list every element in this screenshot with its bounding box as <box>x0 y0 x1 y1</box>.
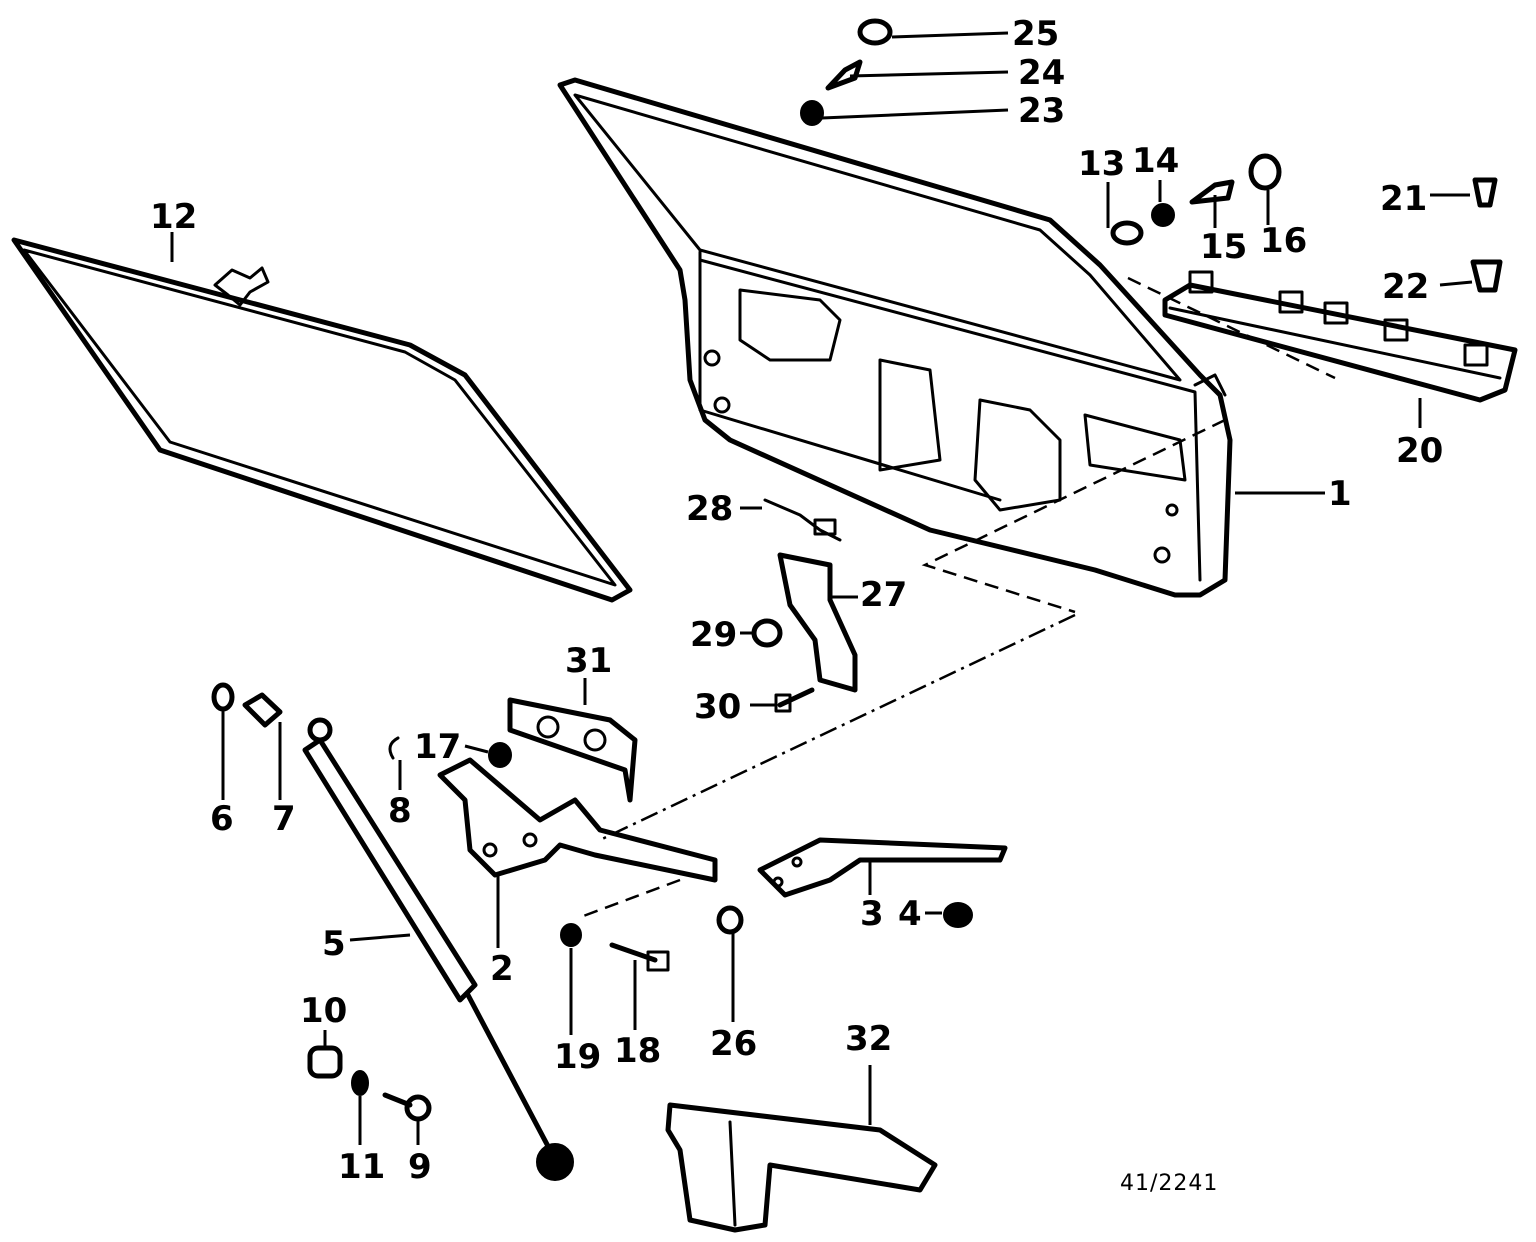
part-1-tailgate-panel <box>557 77 1233 598</box>
callout-25: 25 <box>1012 14 1059 54</box>
callout-27: 27 <box>860 575 907 615</box>
callout-24: 24 <box>1018 53 1065 93</box>
part-17-pin <box>488 742 512 768</box>
part-5-gas-strut <box>302 717 574 1181</box>
callout-22: 22 <box>1382 267 1429 307</box>
part-27-lock-bracket <box>777 552 858 693</box>
callout-2: 2 <box>490 949 514 989</box>
callout-29: 29 <box>690 615 737 655</box>
callout-13: 13 <box>1078 144 1125 184</box>
callout-16: 16 <box>1260 221 1307 261</box>
callout-6: 6 <box>210 799 234 839</box>
leader-lines <box>170 31 1473 1145</box>
callout-18: 18 <box>614 1031 661 1071</box>
part-7-ball-stud <box>242 692 283 728</box>
part-15-clip <box>1189 179 1235 205</box>
part-31-hinge-cover <box>507 697 638 803</box>
part-28-cable <box>763 498 842 542</box>
part-25-plug <box>857 18 893 46</box>
callout-3: 3 <box>860 894 884 934</box>
callout-30: 30 <box>694 687 741 727</box>
part-21-clip <box>1472 177 1498 208</box>
callout-1: 1 <box>1328 474 1352 514</box>
part-11-nut <box>351 1070 369 1096</box>
part-10-cap <box>307 1045 343 1079</box>
callout-14: 14 <box>1132 141 1179 181</box>
part-26-screw <box>716 905 744 935</box>
callout-31: 31 <box>565 641 612 681</box>
part-16-bush <box>1248 153 1282 191</box>
part-3-bracket <box>757 837 1008 898</box>
part-8-clip <box>388 736 400 760</box>
callout-4: 4 <box>898 894 922 934</box>
callout-9: 9 <box>408 1147 432 1187</box>
part-22-clip <box>1470 259 1503 293</box>
part-9-bolt <box>382 1092 432 1122</box>
part-14-cap <box>1151 203 1175 227</box>
part-30-screw <box>774 687 815 713</box>
callout-labels: 1 2 3 4 5 6 7 8 9 10 11 12 13 14 15 16 1… <box>150 14 1443 1187</box>
callout-11: 11 <box>338 1147 385 1187</box>
callout-20: 20 <box>1396 431 1443 471</box>
callout-15: 15 <box>1200 227 1247 267</box>
callout-17: 17 <box>414 727 461 767</box>
part-4-plug <box>943 902 973 928</box>
part-32-trim-panel <box>665 1102 938 1233</box>
part-6-washer <box>211 682 235 712</box>
callout-28: 28 <box>686 489 733 529</box>
callout-32: 32 <box>845 1019 892 1059</box>
callout-26: 26 <box>710 1024 757 1064</box>
assembly-lines <box>577 276 1336 920</box>
part-19-nut <box>560 923 582 947</box>
callout-7: 7 <box>272 799 296 839</box>
reference-code: 41/2241 <box>1120 1171 1218 1196</box>
part-24-screw <box>825 59 863 91</box>
callout-8: 8 <box>388 791 412 831</box>
part-12-window-glass <box>11 237 633 603</box>
callout-5: 5 <box>322 924 346 964</box>
callout-23: 23 <box>1018 91 1065 131</box>
part-13-grommet <box>1110 220 1144 246</box>
callout-10: 10 <box>300 991 347 1031</box>
callout-21: 21 <box>1380 179 1427 219</box>
callout-12: 12 <box>150 197 197 237</box>
part-18-bolt <box>609 942 670 972</box>
part-29-bolt <box>751 618 783 648</box>
callout-19: 19 <box>554 1037 601 1077</box>
part-20-trim-strip <box>1162 270 1518 403</box>
part-23-nut <box>800 100 824 126</box>
part-2-hinge <box>437 757 718 883</box>
